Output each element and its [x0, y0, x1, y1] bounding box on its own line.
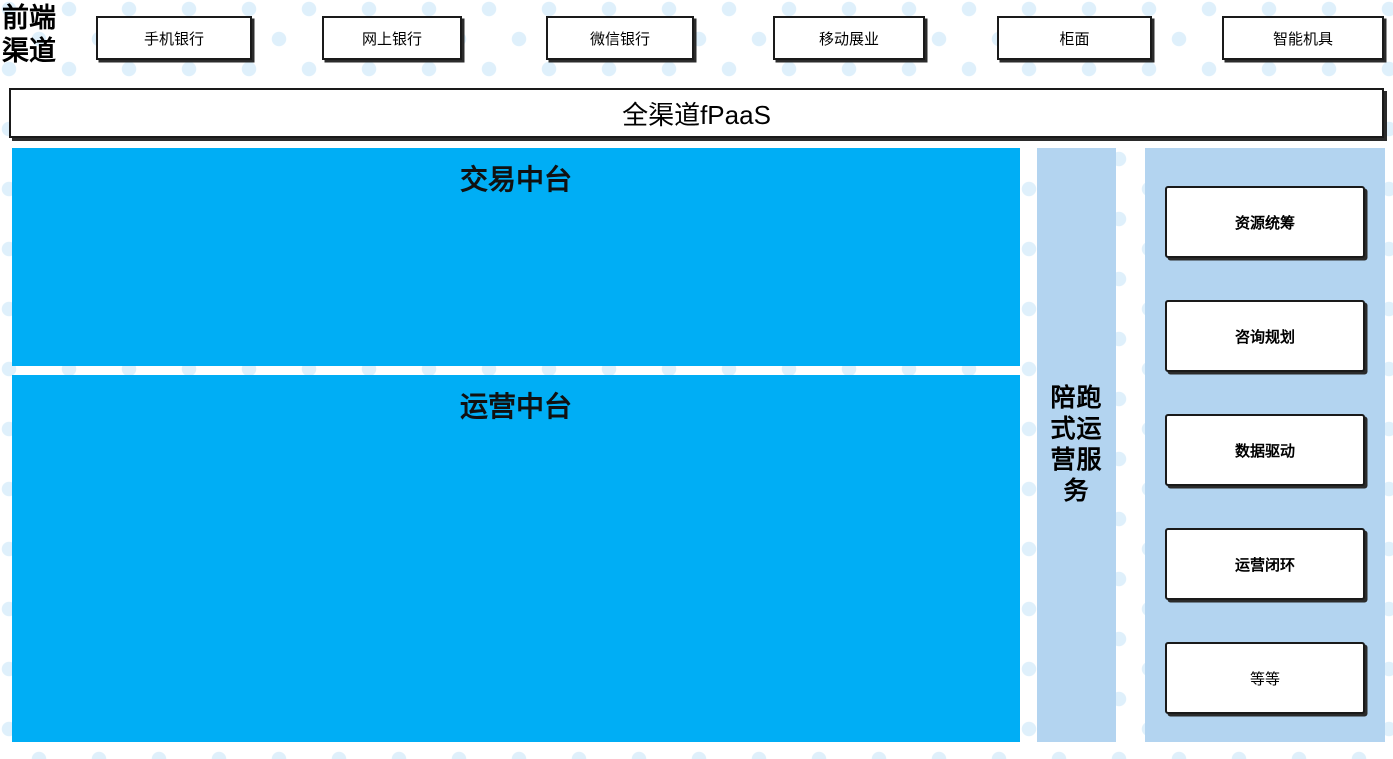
omnichannel-fpaas-banner[interactable]: 全渠道fPaaS — [9, 88, 1384, 138]
channel-box-wechat-bank[interactable]: 微信银行 — [546, 16, 694, 60]
front-channel-label: 前端渠道 — [2, 3, 56, 66]
channel-label: 柜面 — [1059, 30, 1090, 48]
channel-label: 移动展业 — [818, 30, 879, 48]
channel-label: 手机银行 — [143, 30, 204, 48]
trade-platform-title: 交易中台 — [459, 165, 572, 196]
service-card-label: 等等 — [1249, 670, 1280, 688]
service-card-resource-coordination[interactable]: 资源统筹 — [1165, 186, 1365, 258]
service-card-etcetera[interactable]: 等等 — [1165, 642, 1365, 714]
channel-box-online-bank[interactable]: 网上银行 — [322, 16, 462, 60]
channel-box-smart-machine[interactable]: 智能机具 — [1222, 16, 1384, 60]
channel-box-mobile-business[interactable]: 移动展业 — [773, 16, 925, 60]
fpaas-title: 全渠道fPaaS — [622, 99, 771, 130]
service-card-column: 资源统筹 咨询规划 数据驱动 运营闭环 等等 — [1145, 148, 1385, 742]
service-card-label: 咨询规划 — [1234, 328, 1295, 346]
service-card-label: 数据驱动 — [1234, 442, 1295, 460]
service-column-label: 陪跑式运营服务 — [1050, 384, 1103, 505]
accompanying-operation-service-column[interactable]: 陪跑式运营服务 — [1037, 148, 1116, 742]
service-card-operation-closed-loop[interactable]: 运营闭环 — [1165, 528, 1365, 600]
service-card-consulting-planning[interactable]: 咨询规划 — [1165, 300, 1365, 372]
trade-platform-panel: 交易中台 — [12, 148, 1020, 366]
service-card-label: 资源统筹 — [1234, 214, 1295, 232]
ops-platform-panel: 运营中台 — [12, 375, 1020, 742]
ops-platform-title: 运营中台 — [459, 392, 572, 423]
service-card-data-driven[interactable]: 数据驱动 — [1165, 414, 1365, 486]
channel-label: 网上银行 — [361, 30, 422, 48]
channel-label: 微信银行 — [589, 30, 650, 48]
channel-box-counter[interactable]: 柜面 — [997, 16, 1152, 60]
channel-box-mobile-bank[interactable]: 手机银行 — [96, 16, 252, 60]
service-card-label: 运营闭环 — [1234, 556, 1295, 574]
channel-label: 智能机具 — [1272, 30, 1333, 48]
